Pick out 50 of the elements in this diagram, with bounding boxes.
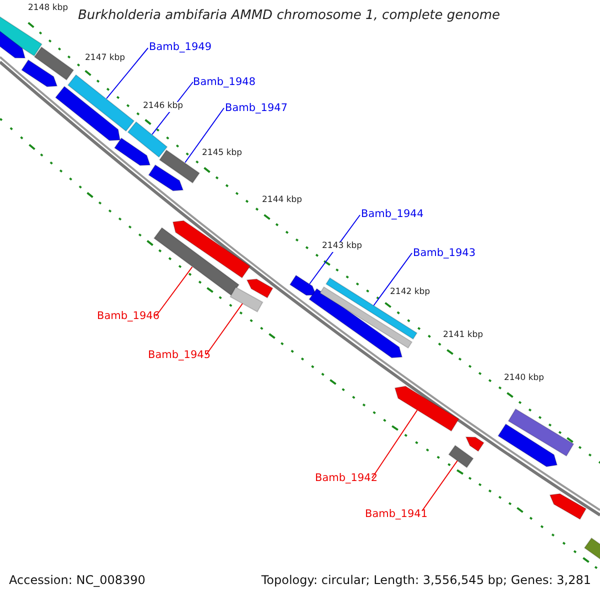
scale-label: 2145 kbp — [202, 149, 242, 159]
gene-feature — [465, 436, 484, 452]
gene-feature — [289, 274, 317, 296]
gene-feature — [319, 286, 413, 349]
leader-line — [309, 214, 360, 284]
gene-feature — [498, 423, 558, 468]
gene-label: Bamb_1945 — [148, 349, 211, 362]
gene-feature — [0, 30, 26, 58]
gene-feature — [508, 408, 574, 457]
gene-feature — [549, 493, 587, 520]
leader-line — [206, 303, 243, 356]
gene-feature — [394, 386, 460, 432]
leader-line — [422, 460, 458, 512]
gene-label: Bamb_1944 — [361, 208, 424, 220]
gene-feature — [230, 286, 264, 312]
gene-feature — [0, 15, 42, 57]
gene-feature — [153, 227, 240, 296]
gene-label: Bamb_1942 — [315, 472, 378, 484]
leader-line — [184, 108, 224, 163]
gene-feature — [34, 46, 74, 81]
scale-label: 2140 kbp — [504, 374, 544, 384]
gene-feature — [67, 74, 135, 132]
gene-label: Bamb_1947 — [225, 102, 288, 114]
scale-label: 2141 kbp — [443, 331, 484, 341]
gene-feature — [148, 164, 184, 192]
gene-feature — [114, 137, 151, 166]
scale-label: 2142 kbp — [390, 288, 430, 298]
gene-feature — [21, 59, 58, 88]
gene-label: Bamb_1943 — [413, 247, 476, 260]
leader-line — [373, 252, 412, 306]
gene-feature — [127, 121, 168, 158]
scale-label: 2148 kbp — [28, 4, 68, 14]
leader-line — [156, 266, 193, 316]
gene-feature — [246, 278, 274, 298]
gene-label: Bamb_1946 — [97, 310, 160, 322]
scale-label: 2144 kbp — [262, 196, 302, 206]
scale-label: 2146 kbp — [143, 102, 184, 112]
gene-feature — [158, 149, 200, 184]
gene-label: Bamb_1949 — [149, 41, 212, 54]
gene-label: Bamb_1941 — [365, 508, 428, 520]
gene-feature — [54, 86, 121, 141]
title: Burkholderia ambifaria AMMD chromosome 1, complete genome — [78, 9, 500, 24]
scale-label: 2147 kbp — [85, 54, 126, 64]
gene-feature — [172, 220, 251, 278]
gene-feature — [448, 444, 474, 468]
leader-line — [372, 410, 418, 478]
gene-label: Bamb_1948 — [193, 76, 256, 88]
scale-label: 2143 kbp — [322, 242, 362, 252]
accession-note: Accession: NC_008390 — [9, 574, 146, 588]
genome-info-note: Topology: circular; Length: 3,556,545 bp; Genes: 3,281 — [261, 574, 591, 588]
